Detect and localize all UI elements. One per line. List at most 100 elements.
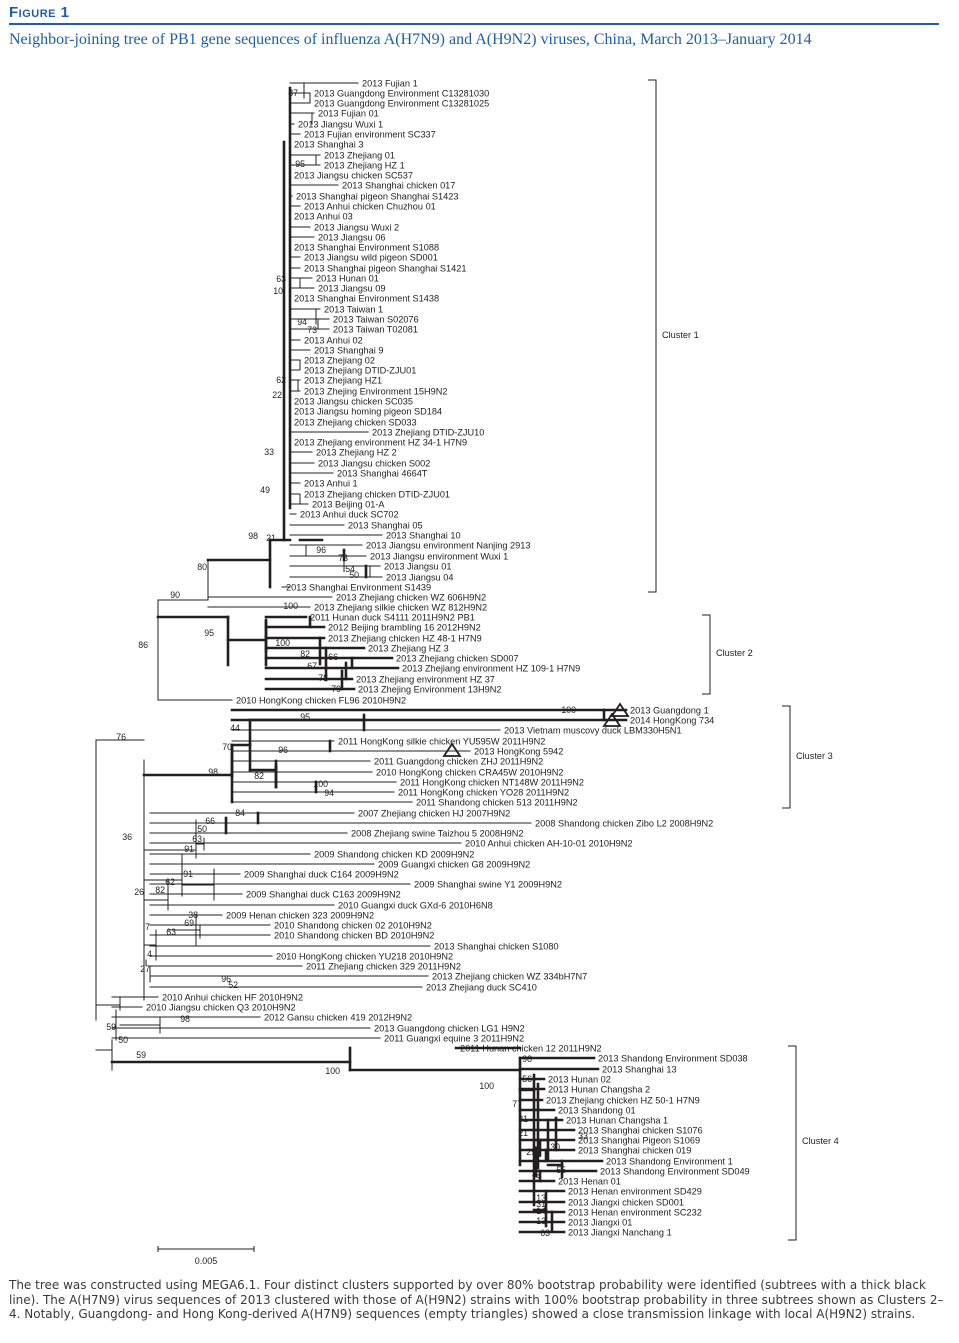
taxon-label: 2013 Zhejiang HZ 1 [324, 160, 405, 170]
taxon-label: 2013 Jiangsu wild pigeon SD001 [304, 252, 438, 262]
taxon-label: 2013 Zhejiang duck SC410 [426, 982, 537, 992]
taxon-label: 2013 Guangdong chicken LG1 H9N2 [374, 1023, 525, 1033]
taxon-label: 2013 Zhejiang chicken HZ 50-1 H7N9 [546, 1095, 700, 1105]
cluster-bracket [782, 705, 791, 809]
taxon-label: 2013 Zhejiang chicken SD007 [396, 653, 519, 663]
title-rule [9, 23, 939, 25]
bootstrap-value: 100 [313, 779, 328, 789]
cluster-label: Cluster 2 [716, 648, 753, 658]
bootstrap-value: 14 [536, 1206, 546, 1216]
taxon-label: 2013 Anhui 1 [304, 478, 358, 488]
taxon-label: 2013 Jiangsu 01 [384, 561, 451, 571]
taxon-label: 2013 Shandong Environment SD049 [600, 1166, 750, 1176]
bootstrap-value: 13 [536, 1216, 546, 1226]
taxon-label: 2013 Zhejiang chicken SD033 [294, 417, 417, 427]
bootstrap-value: 54 [345, 564, 355, 574]
bootstrap-value: 80 [197, 562, 207, 572]
bootstrap-value: 95 [295, 159, 305, 169]
taxon-label: 2013 Fujian environment SC337 [304, 129, 436, 139]
bootstrap-value: 91 [184, 844, 194, 854]
taxon-label: 2013 Shanghai Environment S1088 [294, 242, 439, 252]
bootstrap-value: 69 [184, 918, 194, 928]
taxon-label: 2013 Hunan Changsha 1 [566, 1115, 668, 1125]
taxon-label: 2014 HongKong 734 [630, 715, 714, 725]
bootstrap-value: 36 [122, 832, 132, 842]
taxon-label: 2013 Zhejiang silkie chicken WZ 812H9N2 [314, 602, 487, 612]
taxon-label: 2010 Shandong chicken 02 2010H9N2 [274, 920, 432, 930]
taxon-label: 2013 Jiangsu chicken SC035 [294, 396, 413, 406]
taxon-label: 2010 HongKong chicken CRA45W 2010H9N2 [376, 767, 563, 777]
taxon-label: 2011 Guangdong chicken ZHJ 2011H9N2 [374, 756, 543, 766]
bootstrap-value: 59 [106, 1022, 116, 1032]
taxon-label: 2011 HongKong chicken YO28 2011H9N2 [398, 787, 569, 797]
taxon-label: 2013 Zhejiang chicken WZ 606H9N2 [336, 592, 486, 602]
taxon-label: 2010 HongKong chicken YU218 2010H9N2 [276, 951, 453, 961]
bootstrap-value: 63 [166, 927, 176, 937]
taxon-label: 2013 Jiangsu chicken S002 [318, 458, 430, 468]
bootstrap-value: 29 [526, 1147, 536, 1157]
cluster-label: Cluster 4 [802, 1136, 839, 1146]
taxon-label: 2012 Gansu chicken 419 2012H9N2 [264, 1012, 412, 1022]
bootstrap-value: 52 [228, 980, 238, 990]
taxon-label: 2013 Vietnam muscovy duck LBM330H5N1 [504, 725, 682, 735]
taxon-label: 2013 Guangdong 1 [630, 705, 709, 715]
taxon-label: 2013 Hunan Changsha 2 [548, 1084, 650, 1094]
bootstrap-value: 4 [147, 949, 152, 959]
taxon-label: 2013 Guangdong Environment C13281030 [314, 88, 489, 98]
tree-branches [95, 82, 628, 1234]
taxon-label: 2013 Shanghai 13 [602, 1064, 677, 1074]
bootstrap-value: 84 [235, 808, 245, 818]
taxon-label: 2013 Fujian 01 [318, 108, 379, 118]
taxon-label: 2011 HongKong chicken NT148W 2011H9N2 [400, 777, 584, 787]
taxon-label: 2012 Beijing brambling 16 2012H9N2 [328, 622, 481, 632]
taxon-label: 2013 Taiwan T02081 [333, 324, 418, 334]
bootstrap-value: 26 [134, 887, 144, 897]
bootstrap-value: 66 [328, 652, 338, 662]
bootstrap-value: 86 [138, 640, 148, 650]
bootstrap-value: 21 [518, 1128, 528, 1138]
figure-title: Neighbor-joining tree of PB1 gene sequen… [9, 31, 812, 48]
triangle-marker [442, 742, 462, 757]
taxon-label: 2013 Jiangsu 09 [318, 283, 385, 293]
taxon-label: 2013 Zhejiang HZ 2 [316, 447, 397, 457]
taxon-label: 2011 HongKong silkie chicken YU595W 2011… [338, 736, 545, 746]
figure-caption: The tree was constructed using MEGA6.1. … [9, 1278, 944, 1321]
taxon-label: 2013 Shanghai Environment S1439 [286, 582, 431, 592]
scale-bar: 0.005 [157, 1246, 255, 1266]
taxon-label: 2013 Jiangsu 04 [386, 572, 453, 582]
taxon-label: 2013 Shanghai chicken 019 [578, 1145, 691, 1155]
bootstrap-value: 31 [518, 1114, 528, 1124]
taxon-label: 2013 Hunan 02 [548, 1074, 611, 1084]
taxon-label: 2013 Jiangxi Nanchang 1 [568, 1227, 672, 1237]
taxon-label: 2013 Jiangsu environment Nanjing 2913 [366, 540, 530, 550]
taxon-label: 2009 Shandong chicken KD 2009H9N2 [314, 849, 474, 859]
bootstrap-value: 30 [550, 1142, 560, 1152]
taxon-label: 2013 Shanghai chicken 017 [342, 180, 455, 190]
bootstrap-value: 50 [349, 570, 359, 580]
taxon-label: 2013 Jiangxi chicken SD001 [568, 1197, 684, 1207]
taxon-label: 2007 Zhejiang chicken HJ 2007H9N2 [358, 808, 510, 818]
bootstrap-value: 100 [275, 638, 290, 648]
bootstrap-value: 63 [276, 274, 286, 284]
cluster-label: Cluster 1 [662, 330, 699, 340]
bootstrap-value: 78 [318, 673, 328, 683]
bootstrap-value: 33 [578, 1131, 588, 1141]
taxon-label: 2013 Shanghai chicken S1080 [434, 941, 559, 951]
taxon-label: 2013 Anhui 03 [294, 211, 353, 221]
bootstrap-value: 27 [140, 964, 150, 974]
taxon-label: 2010 HongKong chicken FL96 2010H9N2 [236, 695, 406, 705]
taxon-label: 2008 Zhejiang swine Taizhou 5 2008H9N2 [351, 828, 523, 838]
bootstrap-value: 94 [324, 788, 334, 798]
taxon-label: 2013 Zhejiang chicken WZ 334bH7N7 [432, 971, 587, 981]
bootstrap-value: 63 [192, 834, 202, 844]
taxon-label: 2013 Fujian 1 [362, 78, 418, 88]
taxon-label: 2013 Zhejiang environment HZ 34-1 H7N9 [294, 437, 467, 447]
taxon-label: 2013 Zhejiang environment HZ 109-1 H7N9 [402, 663, 580, 673]
bootstrap-value: 50 [197, 824, 207, 834]
bootstrap-value: 79 [331, 684, 341, 694]
taxon-label: 2013 Jiangsu 06 [318, 232, 385, 242]
bootstrap-value: 100 [561, 705, 576, 715]
bootstrap-value: 73 [338, 553, 348, 563]
cluster-bracket [702, 614, 711, 695]
